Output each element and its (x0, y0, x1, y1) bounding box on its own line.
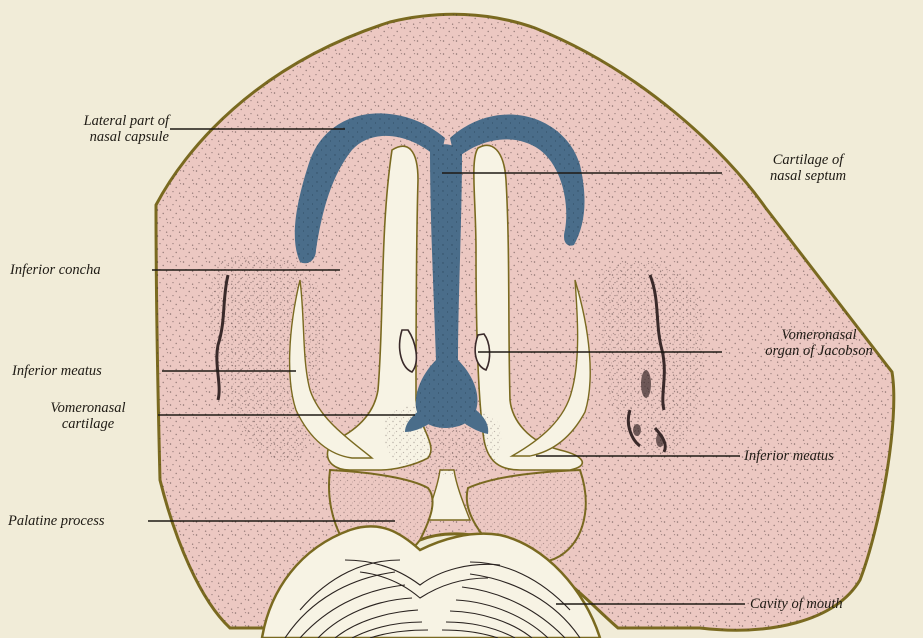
label-palatine-process: Palatine process (8, 513, 105, 529)
label-inferior-meatus-left: Inferior meatus (12, 363, 102, 379)
label-cavity-of-mouth: Cavity of mouth (750, 596, 843, 612)
label-line: nasal capsule (84, 129, 169, 145)
label-lateral-part-nasal-capsule: Lateral part of nasal capsule (84, 113, 169, 145)
label-line: Vomeronasal (28, 400, 148, 416)
label-inferior-concha: Inferior concha (10, 262, 101, 278)
label-line: cartilage (28, 416, 148, 432)
label-line: Lateral part of (84, 113, 169, 129)
label-cartilage-nasal-septum: Cartilage of nasal septum (728, 152, 888, 184)
label-line: nasal septum (728, 168, 888, 184)
label-line: organ of Jacobson (724, 343, 914, 359)
label-vomeronasal-cartilage: Vomeronasal cartilage (28, 400, 148, 432)
label-line: Vomeronasal (724, 327, 914, 343)
label-inferior-meatus-right: Inferior meatus (744, 448, 834, 464)
label-line: Cartilage of (728, 152, 888, 168)
label-vomeronasal-organ: Vomeronasal organ of Jacobson (724, 327, 914, 359)
